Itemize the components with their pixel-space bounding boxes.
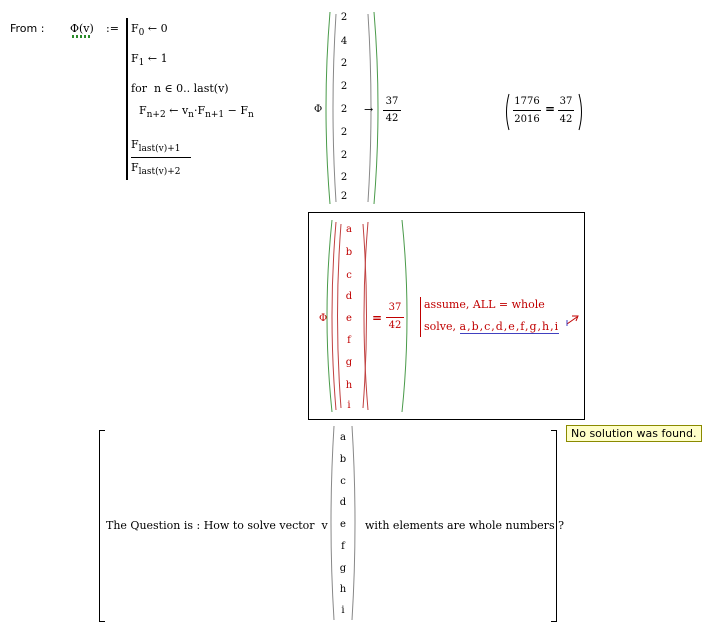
- solve-vector-cell: d: [345, 291, 353, 302]
- question-suffix: with elements are whole numbers ?: [365, 519, 564, 532]
- return-numerator: Flast(v)+1: [131, 138, 181, 154]
- loop-F1-sub: n+1: [205, 110, 225, 121]
- solve-vector-cell: g: [345, 357, 353, 368]
- solve-vector-cell: a: [346, 224, 352, 235]
- eval-vector-cell: 4: [340, 36, 348, 47]
- loop-lhs-sub: n+2: [146, 110, 166, 121]
- loop-lhs: F: [139, 104, 147, 117]
- line2-rhs: 1: [160, 52, 168, 65]
- assign-operator: :=: [106, 22, 119, 35]
- question-vector-cell: e: [340, 519, 346, 530]
- loop-F2: F: [240, 104, 249, 117]
- eval-numerator: 37: [385, 96, 399, 107]
- line1-rhs: 0: [160, 22, 168, 35]
- eval-vector-cell: 2: [340, 172, 348, 183]
- solve-parens: [326, 219, 408, 413]
- solve-equals: =: [372, 311, 383, 325]
- line2-sub: 1: [138, 58, 145, 69]
- solve-phi: Φ: [319, 313, 328, 324]
- check-rhs-den: 42: [559, 114, 573, 125]
- program-bar: [126, 18, 128, 180]
- question-left-bracket: [99, 430, 105, 622]
- function-name-text: Φ(v): [70, 22, 94, 35]
- question-vector-cell: c: [340, 476, 346, 487]
- keyword-arrow-icon: [566, 315, 579, 326]
- loop-F2-sub: n: [248, 110, 254, 121]
- solve-vector-cell: i: [347, 400, 351, 411]
- error-tooltip: No solution was found.: [566, 425, 702, 442]
- return-fraction-bar: [131, 157, 191, 158]
- solve-vector-cell: b: [345, 247, 353, 258]
- question-prefix: The Question is : How to solve vector v: [106, 519, 328, 532]
- from-label: From :: [10, 22, 45, 35]
- eval-vector-cell: 2: [340, 104, 348, 115]
- ret-num-sub: last(v)+1: [138, 144, 181, 155]
- question-right-bracket: [551, 430, 557, 622]
- solve-vector-cell: c: [346, 270, 352, 281]
- question-vector-cell: a: [340, 432, 346, 443]
- solve-vector-cell: h: [345, 380, 353, 391]
- ret-num-F: F: [131, 138, 139, 151]
- assign-arrow-2: ←: [147, 52, 158, 65]
- return-denominator: Flast(v)+2: [131, 161, 181, 177]
- eval-vector-cell: 2: [340, 191, 348, 202]
- line1-lhs: F: [131, 22, 139, 35]
- loop-F1: F: [197, 104, 206, 117]
- ret-den-sub: last(v)+2: [138, 167, 181, 178]
- keyword-solve[interactable]: solve, a,b,c,d,e,f,g,h,i: [424, 320, 560, 334]
- eval-arrow: →: [364, 103, 374, 116]
- eval-vector[interactable]: 2 4 2 2 2 2 2 2 2: [334, 12, 354, 204]
- assign-arrow-3: ←: [169, 104, 179, 117]
- error-squiggle: [72, 35, 92, 38]
- eval-vector-cell: 2: [340, 58, 348, 69]
- keyword-solve-vars: a,b,c,d,e,f,g,h,i: [459, 320, 560, 334]
- question-parens: [330, 425, 356, 621]
- question-vector-cell: b: [339, 454, 347, 465]
- question-vector: a b c d e f g h i: [333, 432, 353, 622]
- keyword-assume[interactable]: assume, ALL = whole: [424, 298, 545, 311]
- solve-numerator: 37: [388, 302, 402, 313]
- loop-v: v: [181, 104, 189, 117]
- check-lhs-bar: [513, 110, 541, 111]
- question-vector-cell: h: [339, 584, 347, 595]
- loop-minus: −: [227, 104, 237, 117]
- line2-lhs: F: [131, 52, 139, 65]
- solve-vector-cell: e: [346, 313, 352, 324]
- keyword-bar: [420, 297, 421, 337]
- eval-vector-cell: 2: [340, 150, 348, 161]
- eval-vector-cell: 2: [340, 12, 348, 23]
- question-vector-cell: g: [339, 563, 347, 574]
- eval-vector-cell: 2: [340, 127, 348, 138]
- for-loop-header[interactable]: for n ∈ 0.. last(v): [131, 82, 229, 95]
- solve-region-box[interactable]: [308, 212, 585, 420]
- function-name[interactable]: Φ(v): [70, 22, 94, 35]
- eval-vector-cell: 2: [340, 81, 348, 92]
- loop-body[interactable]: Fn+2 ← vn·Fn+1 − Fn: [139, 104, 254, 121]
- ret-den-F: F: [131, 161, 139, 174]
- check-parens: [506, 93, 582, 131]
- solve-fraction-bar: [386, 317, 404, 318]
- check-equals: =: [545, 102, 556, 116]
- check-lhs-num: 1776: [514, 96, 540, 107]
- loop-v-sub: n: [188, 110, 194, 121]
- eval-outer-parens: [325, 11, 379, 205]
- eval-phi: Φ: [314, 104, 323, 115]
- line1-sub: 0: [138, 28, 145, 39]
- eval-fraction-bar: [383, 110, 401, 111]
- question-vector-cell: d: [339, 497, 347, 508]
- solve-denominator: 42: [388, 320, 402, 331]
- assign-arrow-1: ←: [147, 22, 158, 35]
- program-line-1[interactable]: F0 ← 0: [131, 22, 168, 38]
- eval-denominator: 42: [385, 113, 399, 124]
- keyword-solve-prefix: solve,: [424, 320, 457, 333]
- solve-vector-cell: f: [347, 335, 351, 346]
- question-vector-cell: i: [341, 605, 345, 616]
- check-lhs-den: 2016: [514, 114, 540, 125]
- question-vector-cell: f: [341, 541, 345, 552]
- check-rhs-num: 37: [559, 96, 573, 107]
- check-rhs-bar: [558, 110, 574, 111]
- solve-vector[interactable]: a b c d e f g h i: [339, 224, 359, 414]
- program-line-2[interactable]: F1 ← 1: [131, 52, 168, 68]
